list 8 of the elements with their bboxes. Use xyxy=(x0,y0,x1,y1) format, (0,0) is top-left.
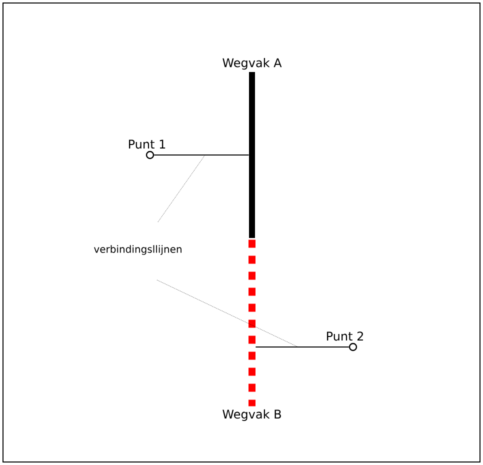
callout-text: verbindingsllijnen xyxy=(94,245,182,255)
road-segment: Wegvak A xyxy=(222,58,282,238)
road-segment: Wegvak B xyxy=(222,240,281,421)
leader-line xyxy=(158,154,206,222)
connecting-line xyxy=(154,154,250,156)
connecting-line xyxy=(255,346,350,348)
leader-line xyxy=(156,280,298,348)
node-label: Wegvak A xyxy=(222,58,282,70)
